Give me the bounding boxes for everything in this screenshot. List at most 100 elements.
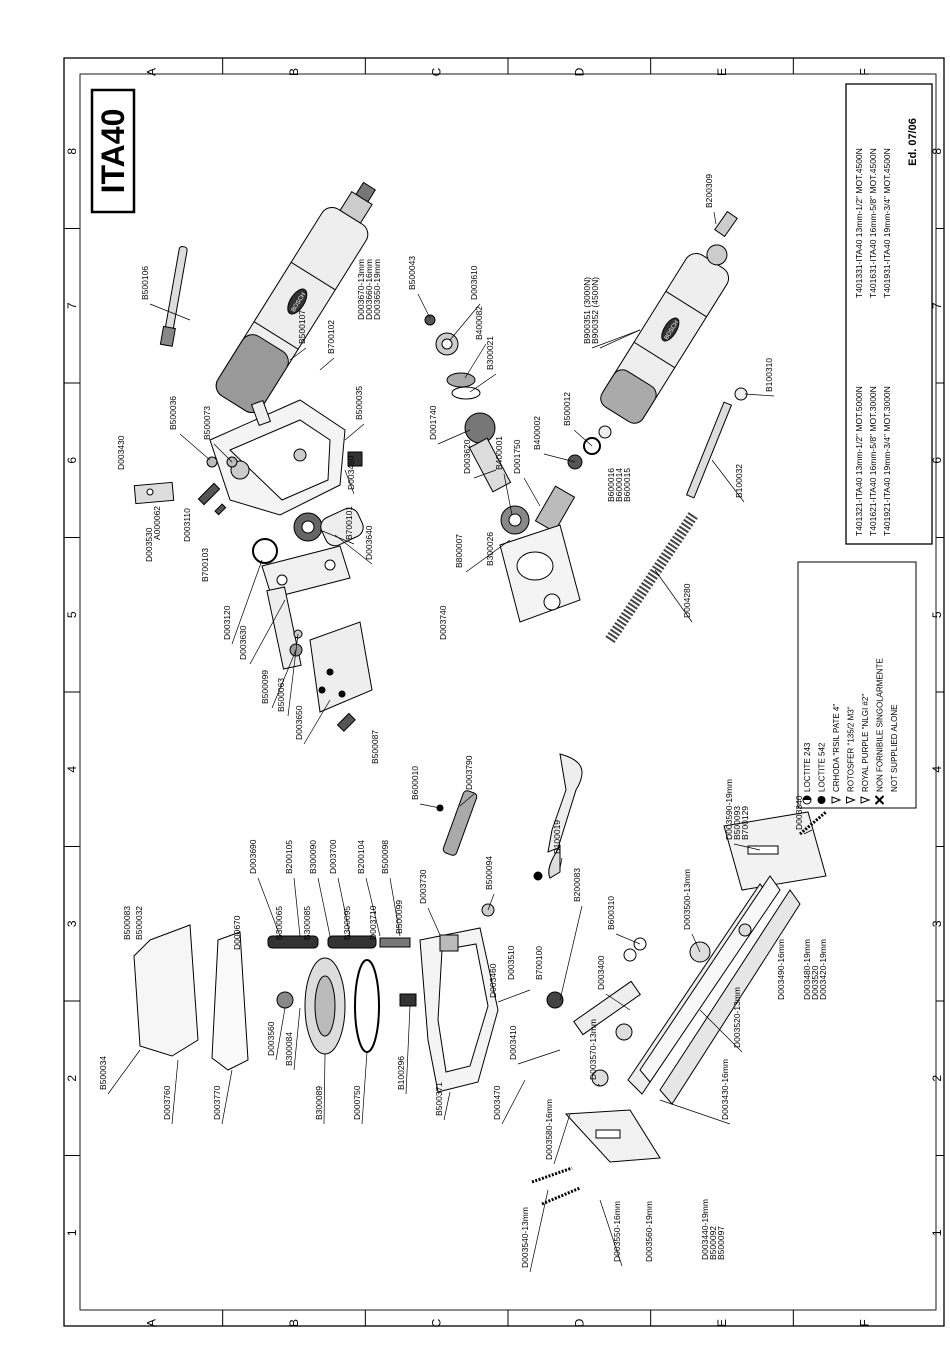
leader-line	[659, 1099, 731, 1125]
model-rows: T401321-ITA40 13mm-1/2" MOT.5000NT401331…	[854, 148, 892, 536]
leader-line	[293, 877, 301, 937]
part-number-label: B800007	[454, 534, 464, 568]
border-letter-top: C	[430, 67, 444, 76]
part-number-label: B500106	[140, 266, 150, 300]
leader-line	[171, 1059, 179, 1125]
leader-line	[497, 989, 531, 1003]
part-number-label: B500087	[370, 730, 380, 764]
part-number-label: B300085	[302, 906, 312, 940]
part-number-label: D003420-19mm	[818, 939, 828, 1000]
part-number-label: B100019	[552, 820, 562, 854]
part-number-label: B500094	[484, 856, 494, 890]
legend-symbol-half-fill	[803, 796, 811, 800]
border-number-right: 8	[930, 148, 944, 155]
part-number-label: D003620	[462, 439, 472, 474]
legend-item: CRHODA "RSIL PATE 4"	[832, 704, 841, 792]
part-number-label: D003690	[248, 839, 258, 874]
leader-line	[257, 877, 281, 937]
part-number-label: B500034	[98, 1056, 108, 1090]
part-number-label: B300065	[274, 906, 284, 940]
leader-line	[337, 877, 351, 937]
edition-label: Ed. 07/06	[907, 118, 919, 166]
leader-line	[344, 423, 365, 441]
coil-spring	[605, 510, 699, 644]
leader-line	[573, 429, 593, 447]
part-number-label: D004280	[682, 583, 692, 618]
gear-train-assembly: BOSCH	[424, 210, 748, 644]
border-letter-top: B	[287, 68, 301, 76]
part-number-label: B500012	[562, 392, 572, 426]
leader-line	[459, 793, 475, 807]
part-number-label: D003560	[266, 1021, 276, 1056]
leader-line	[599, 329, 641, 349]
leader-line	[543, 453, 576, 463]
border-letter-bottom: D	[572, 1318, 586, 1327]
border-number-right: 4	[930, 766, 944, 773]
part-number-label: D003790	[464, 755, 474, 790]
part-number-label: B700101	[344, 506, 354, 540]
border-letter-top: E	[715, 68, 729, 76]
border-number-left: 1	[65, 1229, 79, 1236]
part-number-label: D003630	[238, 625, 248, 660]
leader-line	[231, 559, 263, 645]
leader-line	[803, 829, 813, 835]
part-number-label: B500099	[394, 900, 404, 934]
leader-line	[711, 459, 745, 503]
part-number-label: D003540-13mm	[520, 1207, 530, 1268]
part-number-label: D001740	[428, 405, 438, 440]
inner-frame	[79, 73, 937, 1311]
part-number-label: B900352 (4500N)	[590, 277, 600, 344]
part-number-label: B500092	[708, 1226, 718, 1260]
leader-line	[107, 1049, 141, 1095]
leader-lines	[107, 211, 813, 1273]
part-number-label: D003700	[328, 839, 338, 874]
part-number-label: B200105	[284, 840, 294, 874]
legend-item: LOCTITE 542	[818, 742, 827, 792]
border-letter-top: A	[144, 68, 158, 76]
leader-line	[733, 843, 761, 851]
part-number-label: D003480-19mm	[802, 939, 812, 1000]
part-number-label: D003580-16mm	[544, 1099, 554, 1160]
leader-line	[319, 357, 335, 371]
part-number-label: B400002	[532, 416, 542, 450]
part-number-label: B500083	[122, 906, 132, 940]
part-number-label: B600014	[614, 468, 624, 502]
legend-item: NOT SUPPLIED ALONE	[890, 705, 899, 792]
part-number-label: B600010	[410, 766, 420, 800]
border-number-left: 6	[65, 457, 79, 464]
leader-line	[487, 893, 495, 911]
leader-line	[303, 699, 331, 745]
border-letter-top: F	[858, 68, 872, 75]
part-number-label: D003440-19mm	[700, 1199, 710, 1260]
leader-line	[529, 1189, 549, 1273]
border-number-left: 5	[65, 611, 79, 618]
part-number-label: D003650-19mm	[372, 259, 382, 320]
leader-line	[427, 907, 441, 936]
part-number-label: B500032	[134, 906, 144, 940]
leader-line	[503, 473, 513, 516]
part-number-label: B700102	[326, 320, 336, 354]
part-number-label: B200309	[704, 174, 714, 208]
outer-frame	[63, 57, 945, 1327]
part-number-label: D003500-13mm	[682, 869, 692, 930]
part-number-label: B700103	[200, 548, 210, 582]
leader-line	[289, 347, 307, 361]
border-number-left: 3	[65, 920, 79, 927]
border-number-left: 8	[65, 148, 79, 155]
part-number-label: D003340	[794, 795, 804, 830]
legend-symbol-triangle	[831, 796, 842, 804]
part-number-label: D003520-13mm	[732, 987, 742, 1048]
part-number-label: B600310	[606, 896, 616, 930]
border-letter-bottom: B	[287, 1319, 301, 1327]
legend-symbol-triangle	[846, 796, 856, 804]
leader-line	[149, 303, 191, 321]
leader-line	[654, 569, 693, 623]
part-number-label: B300021	[485, 336, 495, 370]
part-number-label: D000750	[352, 1085, 362, 1120]
part-number-label: D003450	[346, 455, 356, 490]
border-letter-top: D	[572, 67, 586, 76]
part-number-label: B300089	[314, 1086, 324, 1120]
